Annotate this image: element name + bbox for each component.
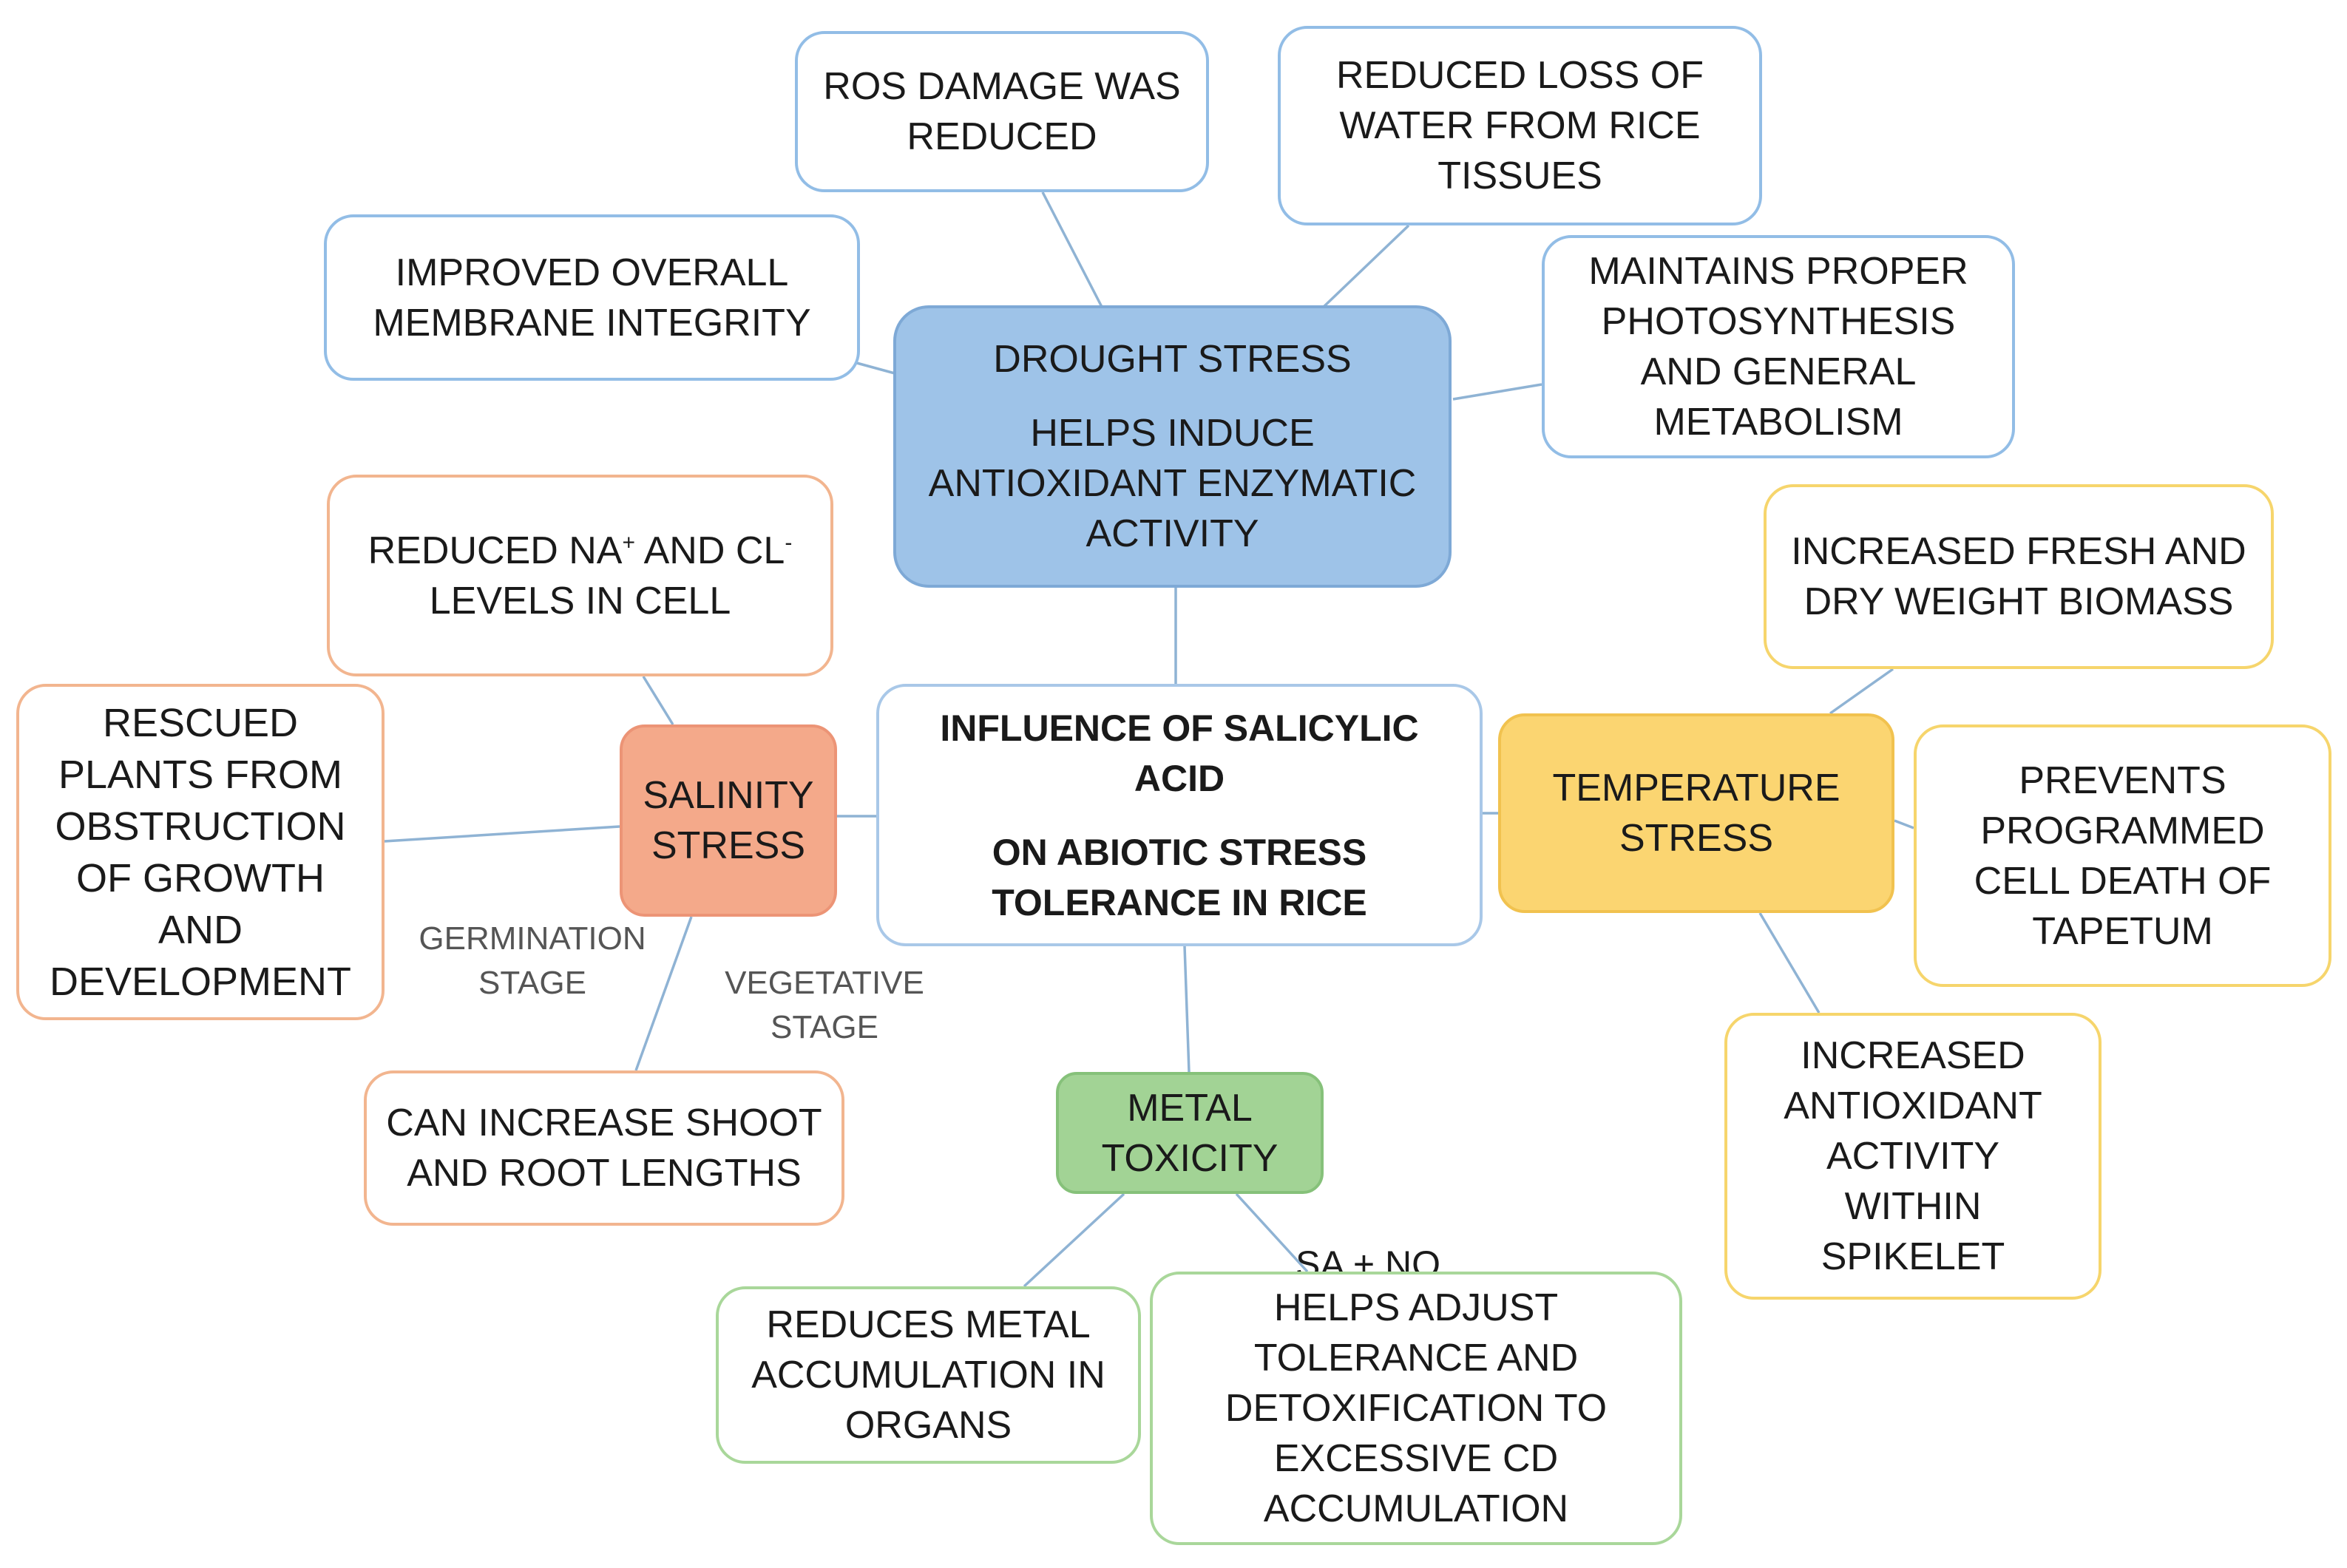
metal-accumulation-line3: ORGANS [844,1404,1012,1447]
membrane-line2: MEMBRANE INTEGRITY [373,301,811,345]
salinity-title-line1: SALINITY [643,774,814,817]
rescued-line5: AND [158,907,243,952]
rescued-line1: RESCUED [102,700,299,745]
water-loss-line3: TISSUES [1437,155,1602,197]
temperature-title-line1: TEMPERATURE [1552,767,1840,810]
ion-text-cl: AND CL [635,529,785,572]
tapetum-box: PREVENTS PROGRAMMED CELL DEATH OF TAPETU… [1914,724,2331,987]
shoot-root-line1: CAN INCREASE SHOOT [386,1102,822,1144]
central-topic-line3: ON ABIOTIC STRESS [992,831,1367,873]
spikelet-line2: ANTIOXIDANT [1784,1085,2042,1127]
photosynthesis-line3: AND GENERAL [1640,350,1917,393]
spikelet-line5: SPIKELET [1821,1235,2005,1278]
membrane-line1: IMPROVED OVERALL [395,251,789,294]
ion-levels-line2: LEVELS IN CELL [429,579,731,622]
central-topic-line2: ACID [1134,757,1225,799]
link-salinity-shoot [634,916,693,1071]
vegetative-label-line2: STAGE [771,1009,878,1045]
metal-accumulation-line2: ACCUMULATION IN [751,1354,1105,1396]
tapetum-line1: PREVENTS [2019,758,2226,802]
drought-stress-line1: HELPS INDUCE [1030,412,1315,455]
germination-label-line2: STAGE [478,965,586,1001]
cd-detox-line5: ACCUMULATION [1263,1487,1569,1530]
vegetative-label-line1: VEGETATIVE [725,965,924,1001]
cd-detox-box: HELPS ADJUST TOLERANCE AND DETOXIFICATIO… [1150,1272,1682,1545]
photosynthesis-line4: METABOLISM [1653,401,1903,444]
biomass-box: INCREASED FRESH AND DRY WEIGHT BIOMASS [1764,484,2274,669]
ion-sup-minus: - [785,530,793,555]
water-loss-line1: REDUCED LOSS OF [1336,54,1704,97]
rescued-line3: OBSTRUCTION [55,804,346,849]
germination-label-line1: GERMINATION [419,920,646,957]
salinity-stress-node: SALINITY STRESS [620,724,837,917]
link-salinity-rescued [384,825,620,843]
cd-detox-line2: TOLERANCE AND [1253,1337,1579,1379]
link-metal-cd [1235,1192,1309,1273]
ion-levels-line1: REDUCED NA+ AND CL- [368,526,793,576]
drought-stress-node: DROUGHT STRESS HELPS INDUCE ANTIOXIDANT … [893,305,1452,588]
link-drought-water [1322,224,1410,308]
vegetative-stage-label: VEGETATIVE STAGE [710,961,939,1050]
drought-stress-line2: ANTIOXIDANT ENZYMATIC [928,462,1417,505]
photosynthesis-line2: PHOTOSYNTHESIS [1601,300,1956,343]
cd-detox-line4: EXCESSIVE CD [1273,1437,1559,1480]
link-center-metal [1183,946,1191,1073]
water-loss-box: REDUCED LOSS OF WATER FROM RICE TISSUES [1278,26,1762,225]
ion-sup-plus: + [622,530,636,555]
temperature-stress-node: TEMPERATURE STRESS [1498,713,1894,913]
cd-detox-line1: HELPS ADJUST [1273,1286,1559,1329]
shoot-root-line2: AND ROOT LENGTHS [407,1152,802,1195]
link-temperature-biomass [1829,668,1894,715]
metal-accumulation-box: REDUCES METAL ACCUMULATION IN ORGANS [716,1286,1141,1464]
ion-levels-box: REDUCED NA+ AND CL- LEVELS IN CELL [327,475,833,676]
metal-title-line2: TOXICITY [1101,1136,1279,1180]
membrane-integrity-box: IMPROVED OVERALL MEMBRANE INTEGRITY [324,214,860,381]
link-metal-accumulation [1023,1192,1125,1288]
temperature-title-line2: STRESS [1619,817,1774,860]
metal-toxicity-node: METAL TOXICITY [1056,1072,1324,1194]
link-drought-ros [1041,191,1103,308]
ros-damage-box: ROS DAMAGE WAS REDUCED [795,31,1209,192]
rescued-line4: OF GROWTH [76,855,325,900]
link-salinity-ions [642,676,674,725]
link-temperature-spikelet [1758,912,1821,1014]
rescued-plants-box: RESCUED PLANTS FROM OBSTRUCTION OF GROWT… [16,684,385,1020]
salinity-title-line2: STRESS [651,824,806,867]
rescued-line2: PLANTS FROM [58,752,343,797]
central-topic: INFLUENCE OF SALICYLIC ACID ON ABIOTIC S… [876,684,1483,946]
spikelet-line1: INCREASED [1801,1034,2025,1077]
germination-stage-label: GERMINATION STAGE [403,917,662,1005]
drought-stress-title: DROUGHT STRESS [993,338,1352,381]
ros-damage-line1: ROS DAMAGE WAS [823,65,1181,108]
shoot-root-box: CAN INCREASE SHOOT AND ROOT LENGTHS [364,1070,844,1226]
spikelet-line4: WITHIN [1844,1185,1982,1228]
link-temperature-tapetum [1894,819,1914,829]
spikelet-box: INCREASED ANTIOXIDANT ACTIVITY WITHIN SP… [1724,1013,2102,1300]
ros-damage-line2: REDUCED [907,115,1097,158]
water-loss-line2: WATER FROM RICE [1339,104,1701,147]
drought-stress-line3: ACTIVITY [1086,512,1259,555]
photosynthesis-line1: MAINTAINS PROPER [1588,250,1968,293]
metal-accumulation-line1: REDUCES METAL [766,1303,1091,1346]
ion-text-na: REDUCED NA [368,529,623,572]
link-drought-photosynthesis [1452,383,1542,401]
biomass-line2: DRY WEIGHT BIOMASS [1804,580,2234,623]
central-topic-line1: INFLUENCE OF SALICYLIC [940,707,1419,749]
metal-title-line1: METAL [1127,1086,1253,1130]
biomass-line1: INCREASED FRESH AND [1791,530,2246,573]
central-topic-line4: TOLERANCE IN RICE [992,881,1367,923]
tapetum-line2: PROGRAMMED [1980,809,2265,852]
photosynthesis-box: MAINTAINS PROPER PHOTOSYNTHESIS AND GENE… [1542,235,2015,458]
spikelet-line3: ACTIVITY [1826,1135,2000,1178]
rescued-line6: DEVELOPMENT [49,959,352,1004]
cd-detox-line3: DETOXIFICATION TO [1225,1387,1608,1430]
tapetum-line3: CELL DEATH OF [1974,859,2272,903]
tapetum-line4: TAPETUM [2032,909,2213,953]
link-drought-membrane [853,361,895,375]
